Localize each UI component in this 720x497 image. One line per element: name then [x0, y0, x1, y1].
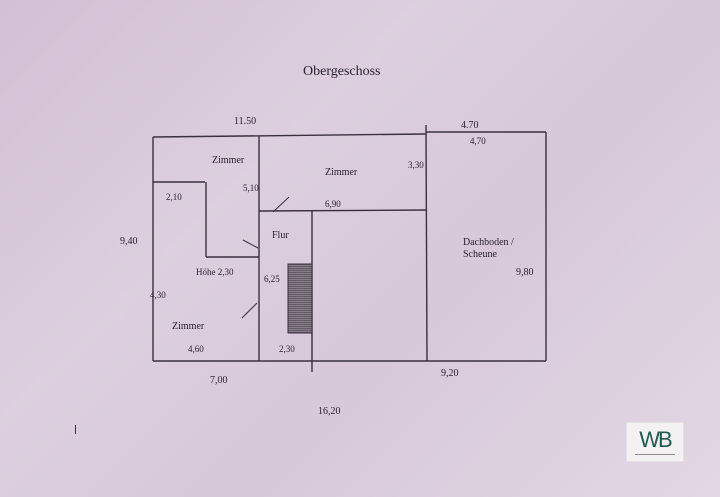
- wall-zimmer-flur-horizontal: [258, 209, 427, 212]
- door-swing-l-room: [242, 239, 259, 249]
- dim-flur-width: 2,30: [279, 344, 295, 354]
- page-mark: [75, 425, 76, 434]
- dim-bottom-left-height: 4,30: [150, 290, 166, 300]
- logo-tagline-line: [635, 454, 675, 455]
- room-label-zimmer-top-middle: Zimmer: [325, 167, 358, 178]
- room-label-flur: Flur: [272, 230, 289, 241]
- dim-zimmer-tm-width: 6,90: [325, 199, 341, 209]
- room-label-zimmer-top-left: Zimmer: [212, 155, 245, 166]
- room-label-dachboden-line2: Scheune: [463, 249, 497, 260]
- dim-flur-height: 6,25: [264, 274, 280, 284]
- dim-zimmer-tl-height: 5,10: [243, 183, 259, 193]
- dim-bottom-left-total: 7,00: [210, 375, 228, 386]
- dim-l-room-width: 2,10: [166, 192, 182, 202]
- dim-total-width: 16,20: [318, 406, 341, 417]
- stairs: [287, 263, 313, 334]
- room-label-zimmer-bottom-left: Zimmer: [172, 321, 205, 332]
- dim-top-left-width: 11.50: [234, 116, 257, 127]
- dim-zimmer-tm-height: 3,30: [408, 160, 424, 170]
- wall-top-left: [152, 133, 427, 138]
- dim-bottom-left-width: 4,60: [188, 344, 204, 354]
- wall-divider-vertical: [425, 124, 428, 362]
- dim-top-right-width-inner: 4,70: [470, 136, 486, 146]
- plan-title: Obergeschoss: [303, 64, 381, 79]
- room-height-label: Höhe 2,30: [196, 267, 234, 277]
- dim-left-height: 9,40: [120, 236, 138, 247]
- dim-right-height: 9,80: [516, 267, 534, 278]
- door-swing-zimmer-bottom: [241, 302, 258, 319]
- dim-bottom-right-total: 9,20: [441, 368, 459, 379]
- room-label-dachboden-line1: Dachboden /: [463, 237, 514, 248]
- dim-top-right-width-outer: 4.70: [461, 120, 479, 131]
- company-logo: WB: [626, 422, 684, 462]
- door-swing-zimmer-top: [272, 196, 290, 213]
- logo-text: WB: [639, 427, 672, 452]
